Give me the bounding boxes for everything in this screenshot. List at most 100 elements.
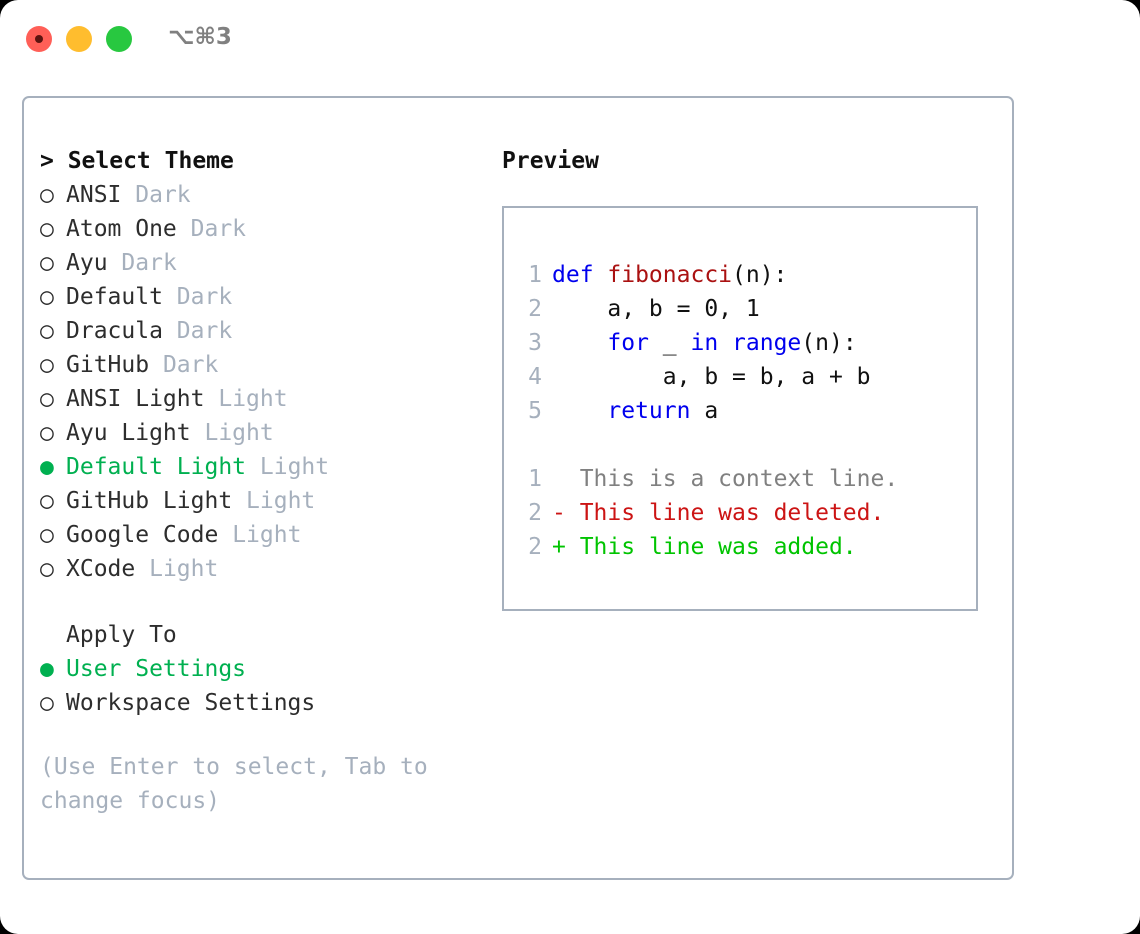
code-token: for bbox=[607, 330, 649, 356]
theme-name: Atom One bbox=[66, 216, 177, 242]
theme-name: GitHub Light bbox=[66, 488, 233, 514]
diff-text: This line was added. bbox=[579, 534, 857, 560]
apply-to-option[interactable]: ● User Settings bbox=[40, 652, 490, 686]
code-token: a bbox=[690, 398, 719, 424]
theme-variant-label: Light bbox=[232, 522, 302, 548]
radio-selected-icon[interactable]: ● bbox=[40, 656, 54, 682]
radio-unselected-icon[interactable]: ○ bbox=[40, 284, 54, 310]
theme-variant-label: Dark bbox=[162, 352, 219, 378]
code-token bbox=[552, 398, 607, 424]
theme-list[interactable]: ○ANSI Dark○Atom One Dark○Ayu Dark○Defaul… bbox=[40, 178, 490, 586]
theme-name: Dracula bbox=[66, 318, 163, 344]
apply-to-options[interactable]: ● User Settings ○ Workspace Settings bbox=[40, 652, 490, 720]
maximize-window-button[interactable] bbox=[106, 26, 132, 52]
theme-variant-label: Light bbox=[259, 454, 330, 480]
radio-unselected-icon[interactable]: ○ bbox=[40, 250, 54, 276]
code-token: a, b = b, a + b bbox=[552, 364, 871, 390]
theme-name: Default bbox=[66, 284, 163, 310]
apply-to-label: Apply To bbox=[66, 622, 177, 648]
code-token: _ bbox=[648, 330, 691, 356]
line-number: 1 bbox=[528, 262, 542, 288]
theme-variant-label: Light bbox=[204, 420, 274, 446]
line-number: 5 bbox=[528, 398, 542, 424]
radio-unselected-icon[interactable]: ○ bbox=[40, 522, 54, 548]
code-line: 4 a, b = b, a + b bbox=[516, 360, 898, 394]
line-number: 2 bbox=[528, 500, 542, 526]
diff-line: 1 This is a context line. bbox=[516, 462, 898, 496]
select-theme-header: > Select Theme bbox=[40, 148, 234, 174]
code-line: 5 return a bbox=[516, 394, 898, 428]
radio-unselected-icon[interactable]: ○ bbox=[40, 488, 54, 514]
code-line: 1 def fibonacci(n): bbox=[516, 258, 898, 292]
keyboard-shortcut-label: ⌥⌘3 bbox=[168, 24, 232, 50]
radio-unselected-icon[interactable]: ○ bbox=[40, 386, 54, 412]
diff-marker: + bbox=[552, 534, 580, 560]
theme-variant-label: Light bbox=[218, 386, 288, 412]
theme-list-item[interactable]: ○ Google Code Light bbox=[40, 518, 490, 552]
code-token: (n): bbox=[732, 262, 788, 288]
code-line: 2 a, b = 0, 1 bbox=[516, 292, 898, 326]
theme-name: Ayu Light bbox=[66, 420, 191, 446]
theme-list-item[interactable]: ○ ANSI Light Light bbox=[40, 382, 490, 416]
line-number: 4 bbox=[528, 364, 542, 390]
code-token bbox=[552, 330, 607, 356]
apply-to-header: ○Apply To bbox=[40, 618, 490, 652]
line-number: 3 bbox=[528, 330, 542, 356]
radio-unselected-icon[interactable]: ○ bbox=[40, 420, 54, 446]
radio-unselected-icon[interactable]: ○ bbox=[40, 318, 54, 344]
diff-text: This is a context line. bbox=[579, 466, 899, 492]
keyboard-hint: (Use Enter to select, Tab to change focu… bbox=[40, 754, 428, 814]
theme-name: Google Code bbox=[66, 522, 219, 548]
theme-name: GitHub bbox=[66, 352, 150, 378]
theme-selector-column: > Select Theme ○ANSI Dark○Atom One Dark○… bbox=[40, 144, 490, 818]
code-token bbox=[718, 330, 732, 356]
theme-list-item[interactable]: ○ Dracula Dark bbox=[40, 314, 490, 348]
theme-variant-label: Dark bbox=[190, 216, 247, 242]
title-bar: ⌥⌘3 bbox=[0, 0, 1140, 78]
theme-name: ANSI Light bbox=[66, 386, 205, 412]
diff-line: 2+ This line was added. bbox=[516, 530, 898, 564]
radio-selected-icon[interactable]: ● bbox=[40, 454, 54, 480]
theme-variant-label: Dark bbox=[176, 318, 233, 344]
theme-name: ANSI bbox=[66, 182, 122, 208]
code-token: return bbox=[607, 398, 691, 424]
code-token: in bbox=[690, 330, 719, 356]
radio-unselected-icon[interactable]: ○ bbox=[40, 352, 54, 378]
code-token: (n): bbox=[801, 330, 857, 356]
theme-list-item[interactable]: ○Ayu Dark bbox=[40, 246, 490, 280]
code-token: def bbox=[552, 262, 608, 288]
theme-name: Default Light bbox=[66, 454, 247, 480]
radio-unselected-icon[interactable]: ○ bbox=[40, 556, 54, 582]
theme-list-item[interactable]: ● Default Light Light bbox=[40, 450, 490, 484]
theme-list-item[interactable]: ○ GitHub Light Light bbox=[40, 484, 490, 518]
code-token: a, b = 0, 1 bbox=[552, 296, 760, 322]
apply-to-option-label: User Settings bbox=[66, 656, 247, 682]
theme-list-item[interactable]: ○ Atom One Dark bbox=[40, 212, 490, 246]
theme-variant-label: Light bbox=[246, 488, 316, 514]
line-number: 1 bbox=[528, 466, 542, 492]
radio-unselected-icon[interactable]: ○ bbox=[40, 182, 54, 208]
theme-list-item[interactable]: ○ GitHub Dark bbox=[40, 348, 490, 382]
theme-list-item[interactable]: ○ Ayu Light Light bbox=[40, 416, 490, 450]
theme-list-item[interactable]: ○XCode Light bbox=[40, 552, 490, 586]
code-line: 3 for _ in range(n): bbox=[516, 326, 898, 360]
theme-variant-label: Dark bbox=[121, 250, 177, 276]
diff-line: 2- This line was deleted. bbox=[516, 496, 898, 530]
apply-to-option[interactable]: ○ Workspace Settings bbox=[40, 686, 490, 720]
line-number: 2 bbox=[528, 296, 542, 322]
code-token: fibonacci bbox=[607, 262, 733, 288]
close-window-button[interactable] bbox=[26, 26, 52, 52]
spacer-bullet: ○ bbox=[40, 618, 66, 652]
theme-variant-label: Dark bbox=[176, 284, 233, 310]
minimize-window-button[interactable] bbox=[66, 26, 92, 52]
apply-to-option-label: Workspace Settings bbox=[66, 690, 316, 716]
radio-unselected-icon[interactable]: ○ bbox=[40, 690, 54, 716]
theme-list-item[interactable]: ○ Default Dark bbox=[40, 280, 490, 314]
diff-marker bbox=[552, 466, 580, 492]
theme-name: XCode bbox=[66, 556, 136, 582]
radio-unselected-icon[interactable]: ○ bbox=[40, 216, 54, 242]
theme-list-item[interactable]: ○ANSI Dark bbox=[40, 178, 490, 212]
